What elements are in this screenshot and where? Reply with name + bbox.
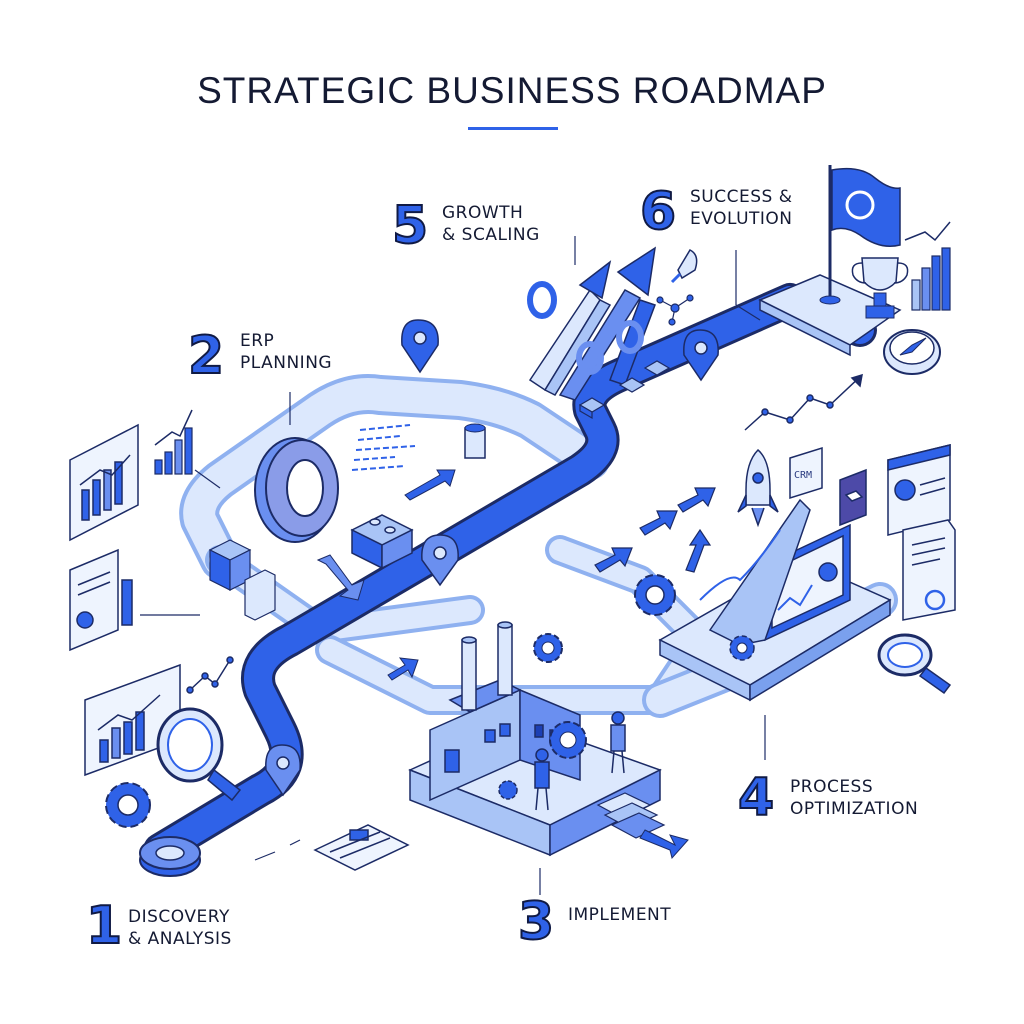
stage-4-number: 4 (737, 768, 775, 828)
stage-1-line1: DISCOVERY (128, 907, 230, 927)
stage-4-line1: PROCESS (790, 777, 874, 797)
line-chart-icon (744, 373, 863, 431)
stage-5-number: 5 (391, 196, 429, 256)
stage-3-label: IMPLEMENT (568, 904, 671, 926)
code-lines (351, 424, 416, 471)
flag-icon (819, 165, 901, 305)
stage-5-line2: & SCALING (442, 225, 540, 245)
bar-chart-icon (69, 423, 139, 542)
stage-6-line1: SUCCESS & (690, 187, 793, 207)
stairs (596, 792, 666, 839)
start-ring-icon (139, 836, 201, 877)
page-title: STRATEGIC BUSINESS ROADMAP (197, 70, 827, 111)
bar-chart-icon (904, 221, 951, 311)
stacked-blocks (208, 539, 276, 621)
gear-icon (498, 633, 587, 800)
document-icon (887, 444, 951, 536)
goal-platform (758, 274, 902, 357)
box-card-icon (839, 468, 867, 527)
stage-3-number: 3 (517, 892, 555, 952)
pin-icon (265, 319, 719, 797)
bar-chart-icon (154, 409, 193, 475)
leader-lines (140, 236, 766, 895)
document-icon (902, 519, 956, 621)
lego-block-icon (350, 514, 414, 570)
arrow-steps-icon (594, 487, 716, 573)
swap-arrows-icon (316, 554, 365, 601)
stage-4-line2: OPTIMIZATION (790, 799, 919, 819)
stage-6-line2: EVOLUTION (690, 209, 793, 229)
document-icon (69, 548, 133, 652)
arrow-down-icon (387, 657, 419, 681)
stage-1-number: 1 (85, 896, 123, 956)
stage-2-label: ERP PLANNING (240, 330, 332, 374)
small-cubes (578, 360, 671, 420)
crm-card-label: CRM (794, 470, 813, 481)
network-nodes (656, 294, 694, 326)
stage-3-line1: IMPLEMENT (568, 905, 672, 925)
stage-2-line2: PLANNING (240, 353, 333, 373)
arrow-right-icon (404, 469, 456, 501)
stage-2-line1: ERP (240, 331, 275, 351)
worker-icon (534, 711, 626, 811)
crm-card-icon (789, 446, 823, 500)
document-icon (313, 824, 410, 871)
stage-6-number: 6 (639, 182, 677, 242)
growth-rings (527, 281, 644, 375)
rocket-icon (737, 448, 779, 528)
gear-icon (634, 574, 755, 661)
stage-6-label: SUCCESS & EVOLUTION (690, 186, 793, 230)
growth-arrow-icon (528, 246, 656, 401)
stage-5-line1: GROWTH (442, 203, 524, 223)
stage-1-line2: & ANALYSIS (128, 929, 232, 949)
bar-chart-icon (84, 663, 181, 777)
magnifier-icon (877, 633, 952, 695)
gear-icon (105, 782, 151, 828)
rocket-icon (670, 249, 698, 284)
stage-4-label: PROCESS OPTIMIZATION (790, 776, 918, 820)
drum-icon (464, 423, 486, 459)
title-underline (468, 127, 558, 130)
trophy-icon (851, 257, 909, 319)
compass-icon (883, 329, 941, 375)
stage-5-label: GROWTH & SCALING (442, 202, 540, 246)
magnifier-icon (156, 707, 242, 802)
stage-1-label: DISCOVERY & ANALYSIS (128, 906, 232, 950)
erp-ring-icon (254, 437, 339, 543)
arrow-out-icon (639, 829, 689, 860)
stage-2-number: 2 (187, 326, 225, 386)
line-chart-icon (186, 656, 234, 694)
